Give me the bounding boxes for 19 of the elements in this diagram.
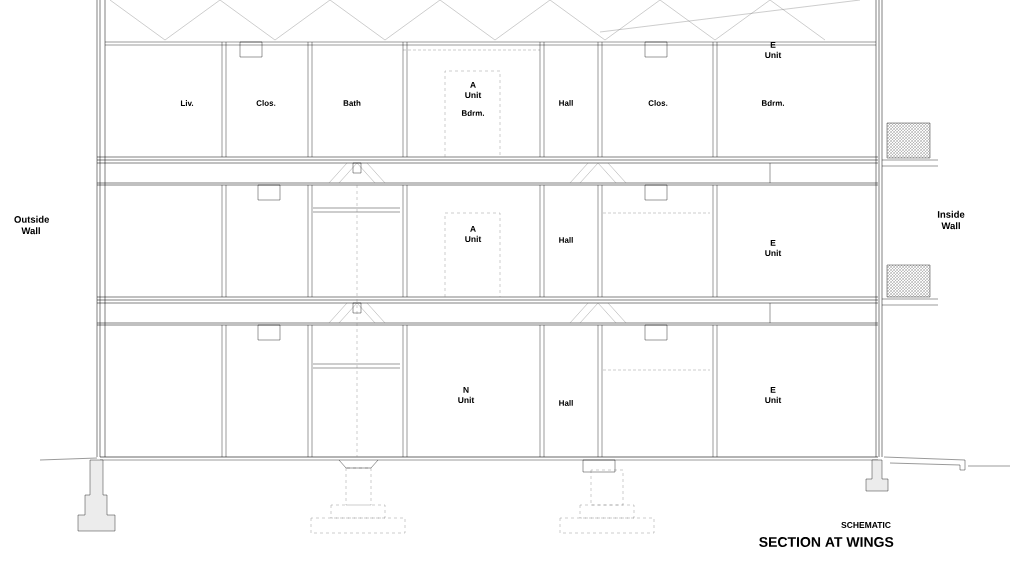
room-label: Hall <box>559 237 573 243</box>
room-label: Clos. <box>256 100 276 106</box>
title: SECTION AT WINGS <box>759 537 894 547</box>
room-label: Bdrm. <box>462 110 484 116</box>
room-label: A Unit <box>465 81 482 99</box>
room-label: A Unit <box>465 225 482 243</box>
room-label: E Unit <box>765 41 782 59</box>
room-label: E Unit <box>765 239 782 257</box>
room-label: E Unit <box>765 386 782 404</box>
wall-label: Outside Wall <box>14 215 50 235</box>
room-label: Bdrm. <box>762 100 784 106</box>
wall-label: Inside Wall <box>937 210 965 230</box>
room-label: N Unit <box>458 386 475 404</box>
room-label: Clos. <box>648 100 668 106</box>
subtitle: SCHEMATIC <box>841 522 891 528</box>
room-label: Bath <box>343 100 361 106</box>
room-label: Liv. <box>180 100 194 106</box>
room-label: Hall <box>559 100 573 106</box>
room-label: Hall <box>559 400 573 406</box>
